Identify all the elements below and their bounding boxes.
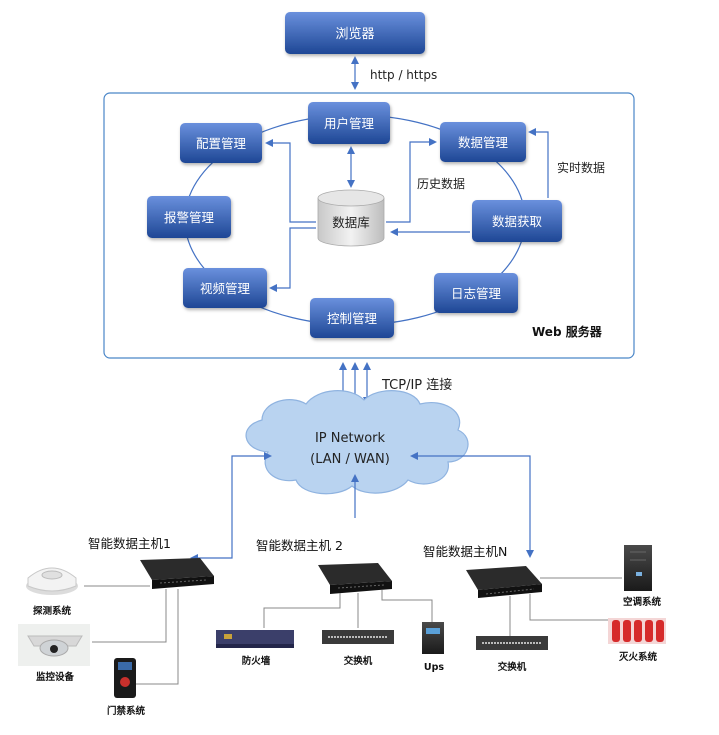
module-acquire-label: 数据获取	[492, 214, 543, 229]
switch2-device	[476, 636, 548, 650]
detector-label: 探测系统	[33, 605, 72, 617]
module-control-label: 控制管理	[327, 311, 378, 326]
web-server-label: Web 服务器	[532, 324, 603, 339]
module-config-label: 配置管理	[196, 136, 247, 151]
cloud-line1: IP Network	[315, 431, 386, 446]
history-label: 历史数据	[417, 176, 465, 191]
db-video-arrow	[269, 227, 316, 292]
database-label: 数据库	[332, 215, 370, 230]
module-control	[310, 298, 394, 338]
module-video	[183, 268, 267, 308]
hostN-label: 智能数据主机N	[423, 544, 507, 559]
firewall-device	[216, 630, 294, 648]
ups-label: Ups	[424, 662, 445, 673]
module-data-label: 数据管理	[458, 135, 509, 150]
host1-label: 智能数据主机1	[88, 536, 171, 551]
fire-device	[608, 618, 666, 644]
hostN-device	[466, 566, 542, 598]
access-label: 门禁系统	[107, 705, 146, 717]
db-config-arrow	[265, 139, 316, 223]
module-user-label: 用户管理	[324, 116, 375, 131]
module-alarm-label: 报警管理	[164, 210, 215, 225]
host2-label: 智能数据主机 2	[256, 538, 343, 553]
detector-device	[26, 567, 78, 595]
module-alarm	[147, 196, 231, 238]
cloud-line2: (LAN / WAN)	[310, 452, 390, 467]
fire-label: 灭火系统	[618, 651, 658, 663]
database-cylinder	[317, 189, 385, 247]
cloud-hostN-arrow	[410, 452, 534, 558]
module-user	[308, 102, 390, 144]
realtime-label: 实时数据	[557, 160, 605, 175]
host1-wires	[84, 585, 179, 685]
module-config	[180, 123, 262, 163]
aircon-device	[624, 545, 652, 591]
aircon-label: 空调系统	[623, 596, 662, 608]
switch1-label: 交换机	[344, 655, 373, 667]
hostN-wires	[509, 577, 622, 636]
access-device	[114, 658, 136, 698]
switch2-label: 交换机	[498, 661, 527, 673]
camera-device	[18, 624, 90, 666]
module-log-label: 日志管理	[451, 286, 502, 301]
host1-device	[140, 558, 214, 589]
camera-label: 监控设备	[36, 671, 75, 683]
protocol-label: http / https	[370, 68, 437, 82]
module-video-label: 视频管理	[200, 281, 251, 296]
db-data-arrow	[386, 138, 437, 223]
host2-wires	[263, 590, 433, 628]
module-acquire	[472, 200, 562, 242]
tcpip-label: TCP/IP 连接	[381, 377, 452, 393]
switch1-device	[322, 630, 394, 644]
module-log	[434, 273, 518, 313]
browser-label: 浏览器	[335, 26, 374, 42]
host2-device	[318, 563, 392, 594]
module-data	[440, 122, 526, 162]
browser-node	[285, 12, 425, 54]
firewall-label: 防火墙	[242, 655, 271, 667]
acquire-data-arrow	[528, 128, 549, 198]
cloud-host1-arrow	[190, 452, 272, 562]
ups-device	[422, 622, 444, 654]
